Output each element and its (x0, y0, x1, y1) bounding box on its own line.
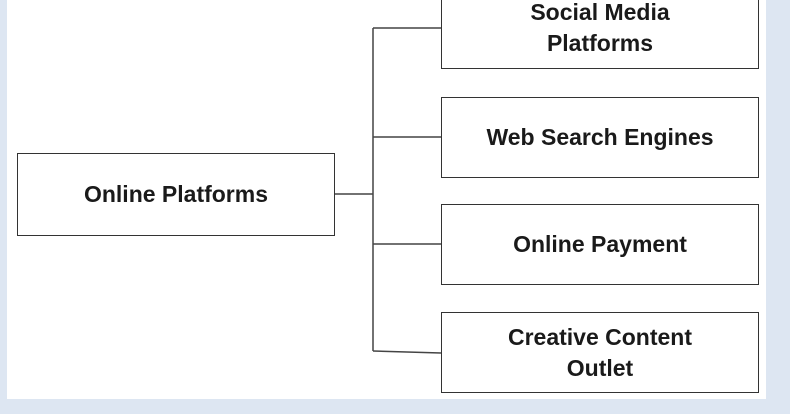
child-node-social-media: Social Media Platforms (441, 0, 759, 69)
child-node-social-media-line2: Platforms (546, 29, 654, 56)
root-node-label: Online Platforms (83, 181, 269, 207)
child-node-creative-content-line2: Outlet (566, 354, 634, 381)
connector-to-creative-content (372, 350, 442, 354)
root-node-online-platforms: Online Platforms (17, 153, 335, 236)
child-node-web-search-engines: Web Search Engines (441, 97, 759, 178)
child-node-creative-content-line1: Creative Content (507, 323, 693, 350)
child-node-web-search-label: Web Search Engines (486, 124, 714, 150)
child-node-online-payment-label: Online Payment (513, 231, 687, 257)
child-node-social-media-line1: Social Media (530, 0, 670, 25)
child-node-creative-content: Creative Content Outlet (441, 312, 759, 393)
child-node-online-payment: Online Payment (441, 204, 759, 285)
